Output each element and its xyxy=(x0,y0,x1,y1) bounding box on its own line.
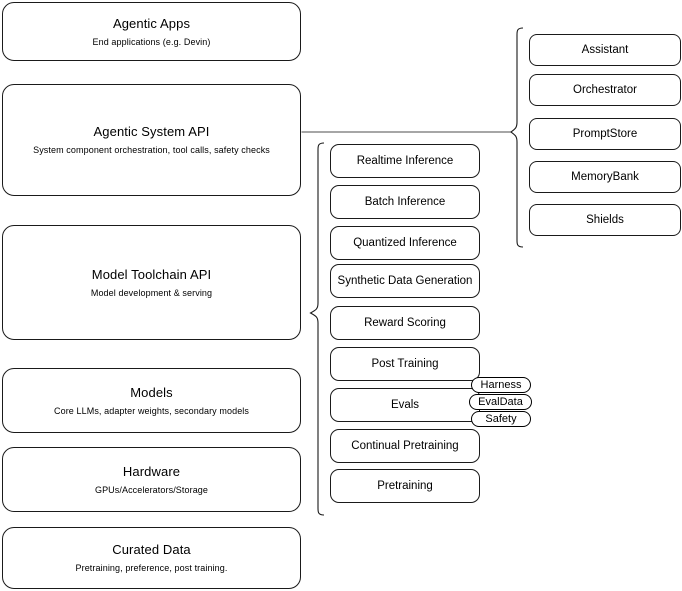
capability-post-training[interactable]: Post Training xyxy=(330,347,480,381)
capability-label: Evals xyxy=(390,399,420,411)
toolchain-brace xyxy=(309,142,325,516)
stack-layer-curated-data[interactable]: Curated Data Pretraining, preference, po… xyxy=(2,527,301,589)
capability-batch-inference[interactable]: Batch Inference xyxy=(330,185,480,219)
component-label: PromptStore xyxy=(572,128,638,140)
layer-subtitle: System component orchestration, tool cal… xyxy=(33,145,270,155)
component-label: Assistant xyxy=(581,44,629,56)
evals-tag-harness[interactable]: Harness xyxy=(471,377,531,393)
stack-layer-agentic-apps[interactable]: Agentic Apps End applications (e.g. Devi… xyxy=(2,2,301,61)
stack-layer-hardware[interactable]: Hardware GPUs/Accelerators/Storage xyxy=(2,447,301,512)
layer-title: Hardware xyxy=(122,463,181,479)
component-label: MemoryBank xyxy=(571,171,639,183)
capability-label: Quantized Inference xyxy=(353,237,457,249)
component-memorybank[interactable]: MemoryBank xyxy=(529,161,681,193)
layer-subtitle: Core LLMs, adapter weights, secondary mo… xyxy=(54,405,249,416)
capability-label: Realtime Inference xyxy=(356,155,454,167)
stack-layer-models[interactable]: Models Core LLMs, adapter weights, secon… xyxy=(2,368,301,433)
layer-subtitle: End applications (e.g. Devin) xyxy=(92,36,211,47)
evals-tag-evaldata[interactable]: EvalData xyxy=(469,394,532,410)
capability-label: Reward Scoring xyxy=(364,317,446,329)
layer-subtitle: Model development & serving xyxy=(90,287,213,298)
component-orchestrator[interactable]: Orchestrator xyxy=(529,74,681,106)
capability-continual-pretraining[interactable]: Continual Pretraining xyxy=(330,429,480,463)
layer-subtitle: GPUs/Accelerators/Storage xyxy=(94,484,209,495)
component-promptstore[interactable]: PromptStore xyxy=(529,118,681,150)
components-brace xyxy=(510,27,524,248)
layer-subtitle: Pretraining, preference, post training. xyxy=(75,563,228,573)
capability-realtime-inference[interactable]: Realtime Inference xyxy=(330,144,480,178)
layer-title: Model Toolchain API xyxy=(91,266,212,282)
component-assistant[interactable]: Assistant xyxy=(529,34,681,66)
capability-label: Pretraining xyxy=(377,480,433,492)
capability-quantized-inference[interactable]: Quantized Inference xyxy=(330,226,480,260)
capability-synthetic-data-generation[interactable]: Synthetic Data Generation xyxy=(330,264,480,298)
layer-title: Curated Data xyxy=(112,542,191,557)
component-shields[interactable]: Shields xyxy=(529,204,681,236)
capability-label: Batch Inference xyxy=(364,196,446,208)
layer-title: Agentic System API xyxy=(93,124,210,139)
capability-evals[interactable]: Evals xyxy=(330,388,480,422)
layer-title: Models xyxy=(130,384,173,400)
component-label: Orchestrator xyxy=(573,84,637,96)
evals-tag-safety[interactable]: Safety xyxy=(471,411,531,427)
capability-label: Synthetic Data Generation xyxy=(337,275,473,287)
layer-title: Agentic Apps xyxy=(112,15,191,31)
stack-layer-agentic-system-api[interactable]: Agentic System API System component orch… xyxy=(2,84,301,196)
component-label: Shields xyxy=(586,214,624,226)
capability-label: Post Training xyxy=(371,358,439,370)
capability-reward-scoring[interactable]: Reward Scoring xyxy=(330,306,480,340)
capability-pretraining[interactable]: Pretraining xyxy=(330,469,480,503)
stack-layer-model-toolchain-api[interactable]: Model Toolchain API Model development & … xyxy=(2,225,301,340)
capability-label: Continual Pretraining xyxy=(351,440,459,452)
